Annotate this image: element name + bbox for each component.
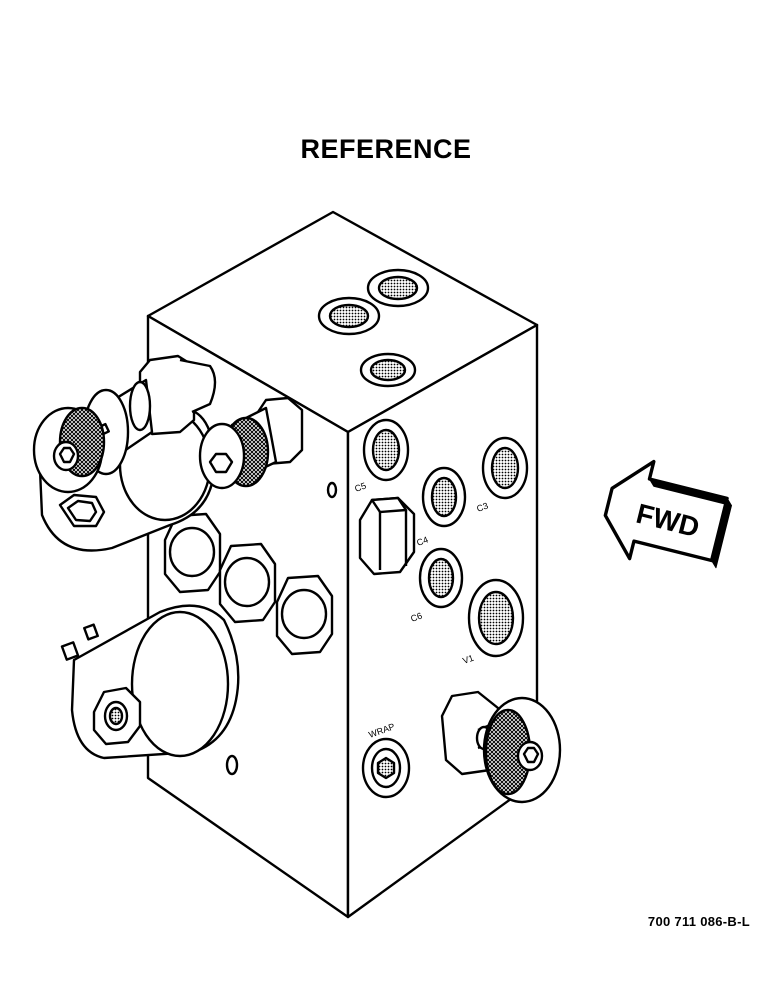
lower-solenoid-coil — [60, 604, 240, 760]
port-label-v1: V1 — [461, 653, 475, 666]
port-label-c3: C3 — [475, 501, 489, 514]
hex-plug-left-2 — [218, 542, 277, 624]
port-wrap — [361, 737, 411, 799]
lower-knurled-knob — [482, 696, 562, 804]
top-port-2 — [366, 268, 430, 308]
upper-adjuster-cartridge — [82, 354, 217, 476]
upper-knurled-knob — [32, 406, 106, 494]
port-c4 — [421, 466, 467, 528]
port-c6 — [418, 547, 464, 609]
port-c3 — [481, 436, 529, 500]
port-c5 — [362, 418, 410, 482]
diagram-title: REFERENCE — [300, 134, 472, 164]
port-v1 — [467, 578, 525, 658]
mounting-hole — [225, 754, 239, 776]
hex-plug-left-1 — [163, 512, 222, 594]
part-number: 700 711 086-B-L — [647, 914, 750, 929]
middle-knurled-adjuster — [198, 396, 304, 490]
port-label-c5: C5 — [353, 481, 367, 494]
mounting-hole — [326, 481, 338, 499]
fwd-direction-arrow — [603, 459, 732, 569]
top-port-3 — [359, 352, 417, 388]
hex-plug-c4 — [358, 496, 416, 576]
top-port-1 — [317, 296, 381, 336]
hex-plug-left-3 — [275, 574, 334, 656]
port-label-c4: C4 — [415, 535, 429, 548]
port-label-c6: C6 — [409, 611, 423, 624]
